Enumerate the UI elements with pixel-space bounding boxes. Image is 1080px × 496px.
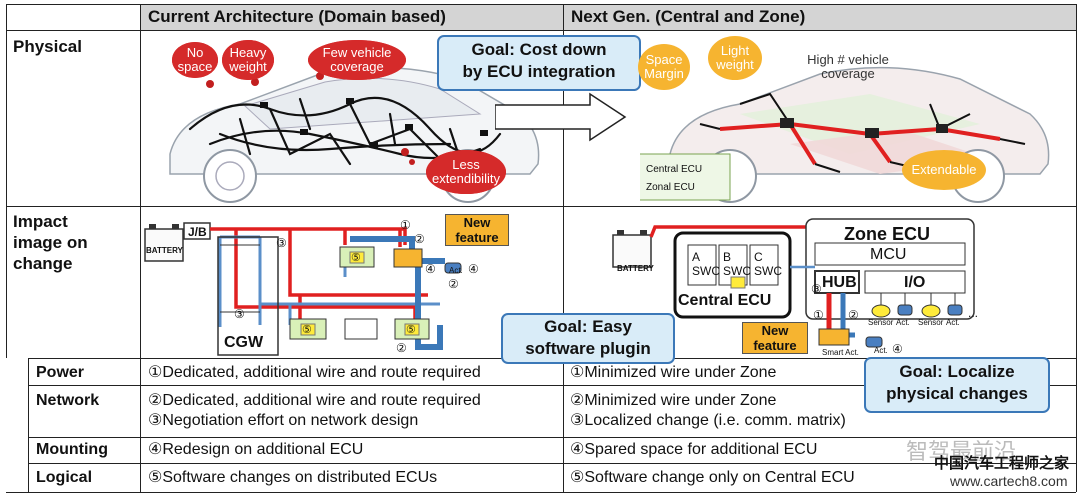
marker-2c-left: ② — [396, 341, 407, 355]
cloud-high-vehicle-coverage: High # vehicle coverage — [807, 52, 889, 81]
watermark-url: www.cartech8.com — [950, 473, 1068, 489]
act-label-right: Act. — [874, 346, 888, 355]
swc-c: C SWC — [754, 250, 782, 278]
battery-label-right: BATTERY — [617, 264, 654, 273]
swc-a: A SWC — [692, 250, 720, 278]
watermark-site-cn: 中国汽车工程师之家 — [934, 454, 1070, 472]
marker-5a-left: ⑤ — [351, 252, 361, 264]
table-network-next-2: ③Localized change (i.e. comm. matrix) — [570, 412, 846, 429]
cloud-less-extendibility: Less extendibility — [426, 150, 506, 194]
marker-3b-left: ③ — [234, 307, 245, 321]
cloud-space-margin: Space Margin — [638, 44, 690, 90]
table-label-logical: Logical — [36, 469, 93, 486]
zone-ecu-title: Zone ECU — [844, 224, 931, 244]
transition-arrow — [495, 92, 627, 142]
marker-4-right: ④ — [892, 342, 903, 356]
jb-label: J/B — [188, 225, 207, 239]
cloud-few-vehicle-coverage: Few vehicle coverage — [308, 40, 406, 80]
marker-3-left: ③ — [276, 236, 287, 250]
io-label: I/O — [904, 274, 926, 291]
ellipsis-label: ... — [968, 306, 979, 320]
legend-central-ecu: Central ECU — [646, 164, 703, 175]
smart-act-label: Smart Act. — [822, 348, 859, 357]
header-next: Next Gen. (Central and Zone) — [563, 4, 1076, 30]
table-label-mounting: Mounting — [36, 441, 108, 458]
cloud-no-space: No space — [172, 42, 218, 78]
table-logical-current: ⑤Software changes on distributed ECUs — [148, 469, 438, 486]
cloud-heavy-weight: Heavy weight — [222, 40, 274, 80]
act-label-1: Act. — [896, 318, 910, 327]
row-label-physical: Physical — [13, 37, 82, 56]
central-ecu-title: Central ECU — [678, 292, 772, 309]
goal-cost-down: Goal: Cost down by ECU integration — [437, 35, 641, 91]
act-label-2: Act. — [946, 318, 960, 327]
new-feature-right: New feature — [742, 322, 808, 354]
table-mounting-next: ④Spared space for additional ECU — [570, 441, 818, 458]
marker-2b-left: ② — [448, 277, 459, 291]
battery-label-left: BATTERY — [146, 246, 183, 255]
legend-zonal-ecu: Zonal ECU — [646, 182, 695, 193]
table-power-current: ①Dedicated, additional wire and route re… — [148, 364, 481, 381]
cloud-light-weight: Light weight — [708, 36, 762, 80]
table-network-current-1: ②Dedicated, additional wire and route re… — [148, 392, 481, 409]
table-label-power: Power — [36, 364, 85, 381]
goal-easy-plugin: Goal: Easy software plugin — [501, 313, 675, 364]
marker-1-right: ① — [813, 308, 824, 322]
marker-2-right: ② — [848, 308, 859, 322]
table-logical-next: ⑤Software change only on Central ECU — [570, 469, 855, 486]
cloud-extendable: Extendable — [902, 150, 986, 190]
act-label-left: Act. — [449, 266, 463, 275]
current-wiring-diagram — [144, 222, 462, 356]
goal-localize-changes: Goal: Localize physical changes — [864, 357, 1050, 413]
table-mounting-current: ④Redesign on additional ECU — [148, 441, 364, 458]
marker-2-left: ② — [414, 232, 425, 246]
marker-4-left: ④ — [425, 262, 436, 276]
marker-3-right: ③ — [811, 282, 822, 296]
row-label-impact: Impact image on change — [13, 212, 88, 273]
watermark-logo: 智驾最前沿 — [906, 440, 1017, 465]
table-network-next-1: ②Minimized wire under Zone — [570, 392, 777, 409]
marker-5c-left: ⑤ — [406, 324, 416, 336]
marker-1-left: ① — [400, 218, 411, 232]
table-power-next: ①Minimized wire under Zone — [570, 364, 777, 381]
new-feature-left: New feature — [445, 214, 509, 246]
mcu-label: MCU — [870, 246, 907, 263]
header-current: Current Architecture (Domain based) — [140, 4, 563, 30]
cgw-label: CGW — [224, 334, 264, 351]
swc-b: B SWC — [723, 250, 751, 278]
marker-4b-left: ④ — [468, 262, 479, 276]
sensor-label-2: Sensor — [918, 318, 944, 327]
marker-5b-left: ⑤ — [302, 324, 312, 336]
hub-label: HUB — [822, 274, 857, 291]
sensor-label-1: Sensor — [868, 318, 894, 327]
table-network-current-2: ③Negotiation effort on network design — [148, 412, 419, 429]
zone-wiring-diagram — [612, 218, 975, 348]
table-label-network: Network — [36, 392, 100, 409]
